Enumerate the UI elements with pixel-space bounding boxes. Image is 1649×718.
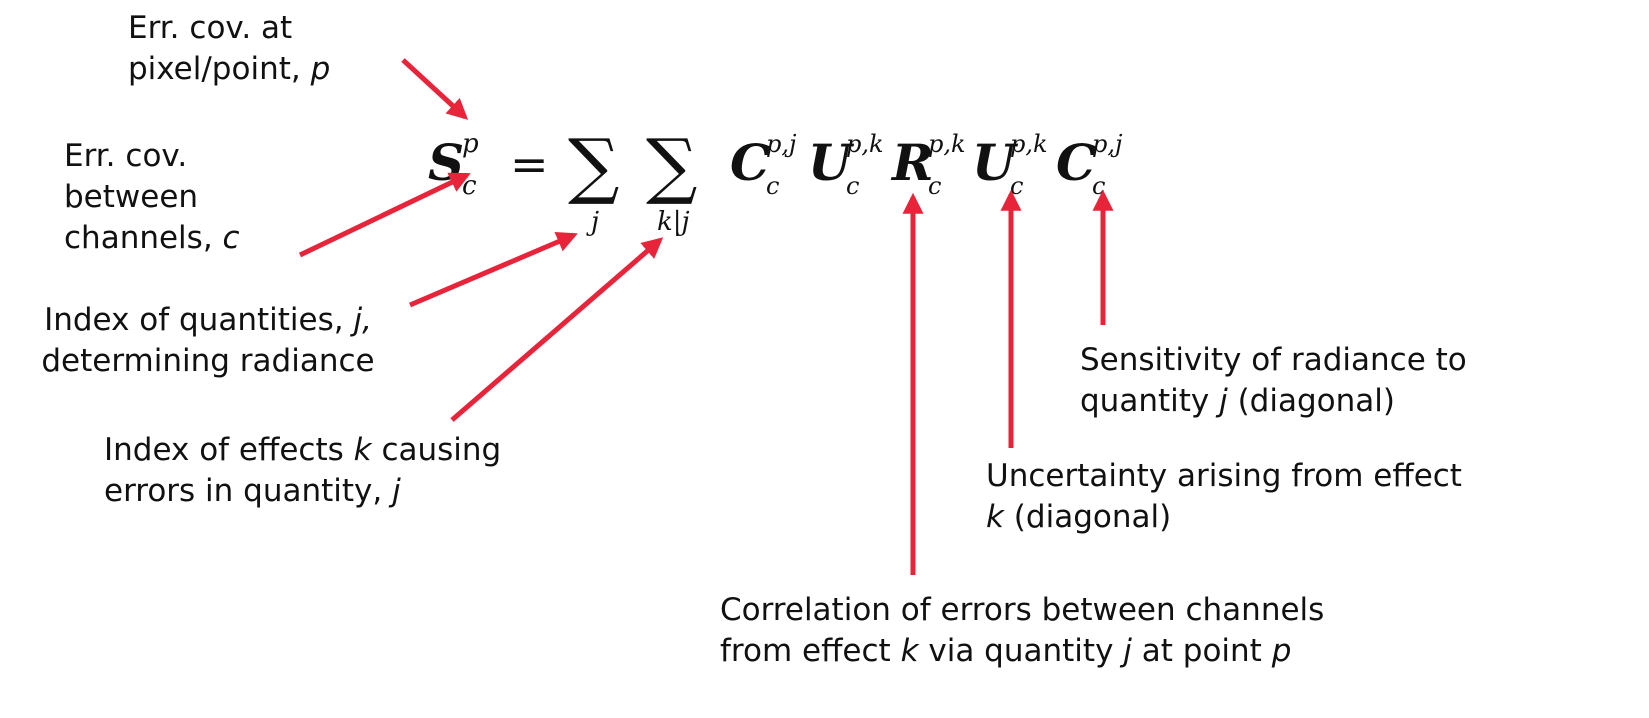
equation-factor-u1-sup: p,k <box>846 130 884 158</box>
label-index-effects: Index of effects k causing errors in qua… <box>104 432 502 509</box>
equation-sum-j-index: j <box>586 207 599 237</box>
equation-factor-u2: U <box>972 133 1019 192</box>
equation-lhs-superscript: p <box>462 129 479 159</box>
label-errcov-pixel-line1: Err. cov. at <box>128 10 293 46</box>
equation-factor-r-sub: c <box>928 172 941 200</box>
equation-equals: = <box>510 137 549 191</box>
equation-sum-j: ∑ <box>568 123 619 207</box>
equation-factor-c1: C <box>730 133 770 192</box>
equation-lhs-subscript: c <box>462 171 477 201</box>
equation-factor-c2-sup: p,j <box>1092 130 1123 158</box>
equation-factor-u1: U <box>808 133 855 192</box>
equation-sum-k: ∑ <box>646 123 697 207</box>
equation-factor-r: R <box>890 133 934 192</box>
label-uncertainty: Uncertainty arising from effect k (diago… <box>986 458 1462 535</box>
equation-factor-u2-sup: p,k <box>1010 130 1048 158</box>
label-correlation: Correlation of errors between channels f… <box>720 592 1325 669</box>
equation-factor-u2-sub: c <box>1010 172 1023 200</box>
equation-factor-c1-sub: c <box>766 172 779 200</box>
equation-lhs-symbol: S <box>428 133 464 192</box>
equation: S p c = ∑ j ∑ k|j C p,j c U p,k c R p,k … <box>428 123 1123 237</box>
label-index-quantities: Index of quantities, j, determining radi… <box>41 302 375 379</box>
equation-factor-r-sup: p,k <box>928 130 966 158</box>
equation-factor-c2-sub: c <box>1092 172 1105 200</box>
label-errcov-pixel: Err. cov. at pixel/point, p <box>128 10 331 87</box>
equation-factor-c2: C <box>1056 133 1096 192</box>
label-sensitivity: Sensitivity of radiance to quantity j (d… <box>1080 342 1467 419</box>
label-errcov-channels: Err. cov. between channels, c <box>64 138 240 256</box>
arrow-to-sum-k-index <box>450 237 664 422</box>
equation-factor-c1-sup: p,j <box>766 130 797 158</box>
equation-sum-k-index: k|j <box>657 207 690 237</box>
equation-factor-u1-sub: c <box>846 172 859 200</box>
